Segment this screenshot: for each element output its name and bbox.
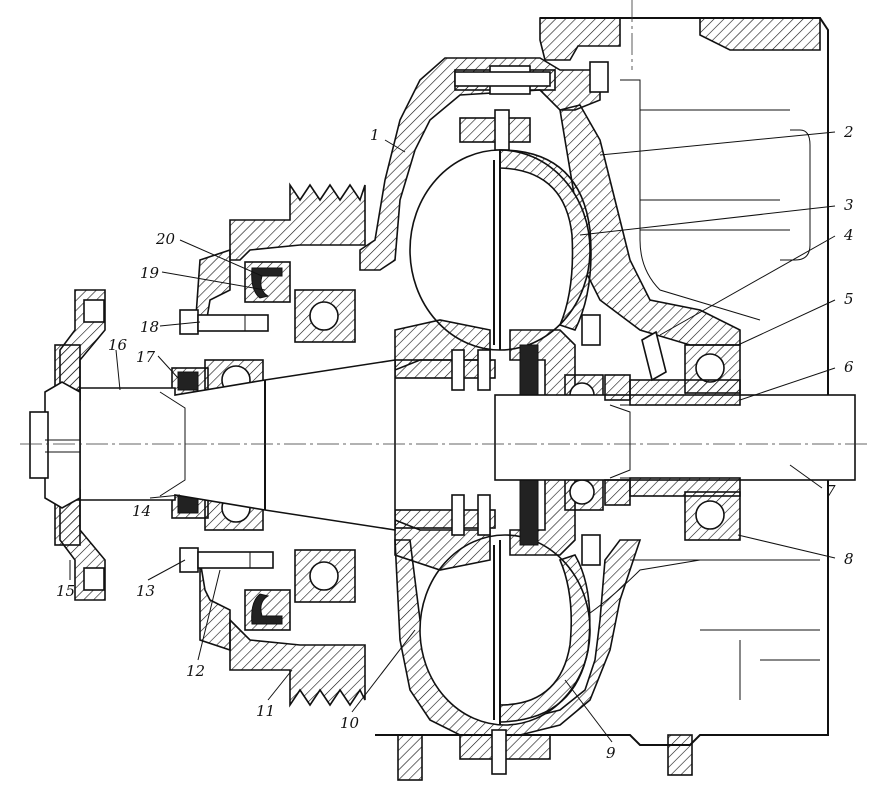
callout-15: 15 [56, 582, 75, 600]
callout-6: 6 [844, 358, 854, 376]
callout-16: 16 [108, 336, 128, 354]
callout-7: 7 [826, 482, 836, 500]
input-shaft [79, 359, 396, 531]
callout-13: 13 [136, 582, 155, 600]
callout-10: 10 [340, 714, 360, 732]
bearing-lower-front [294, 549, 356, 603]
seal-upper [244, 261, 291, 303]
bearing-upper-front [294, 289, 356, 343]
callout-9: 9 [606, 744, 616, 762]
callout-1: 1 [370, 126, 380, 144]
callout-19: 19 [140, 264, 160, 282]
bolt-upper [179, 309, 269, 335]
callout-14: 14 [132, 502, 151, 520]
bearing-rear-lower [684, 491, 741, 541]
callout-18: 18 [140, 318, 159, 336]
bolt-casing-top [454, 61, 609, 93]
bolt-lower [179, 547, 274, 573]
callout-3: 3 [844, 196, 854, 214]
small-bolts [581, 314, 601, 566]
callout-20: 20 [155, 230, 176, 248]
callout-4: 4 [843, 226, 854, 244]
callout-5: 5 [844, 290, 854, 308]
oil-fitting [641, 330, 667, 382]
gearbox-housing [375, 0, 829, 781]
callout-8: 8 [844, 550, 854, 568]
callout-11: 11 [256, 702, 275, 720]
torus-lower [419, 534, 591, 726]
flange-nut [29, 381, 81, 509]
callout-12: 12 [186, 662, 205, 680]
seal-lower [244, 589, 291, 631]
callout-17: 17 [136, 348, 156, 366]
coupling-casing-lower [394, 539, 642, 775]
callout-labels: 1 2 3 4 5 6 7 8 9 10 11 12 13 14 15 16 1… [56, 123, 854, 762]
callout-2: 2 [843, 123, 854, 141]
torus-upper [409, 149, 592, 351]
pulley [194, 182, 366, 708]
leader-lines [69, 131, 836, 743]
output-shaft [494, 374, 856, 506]
